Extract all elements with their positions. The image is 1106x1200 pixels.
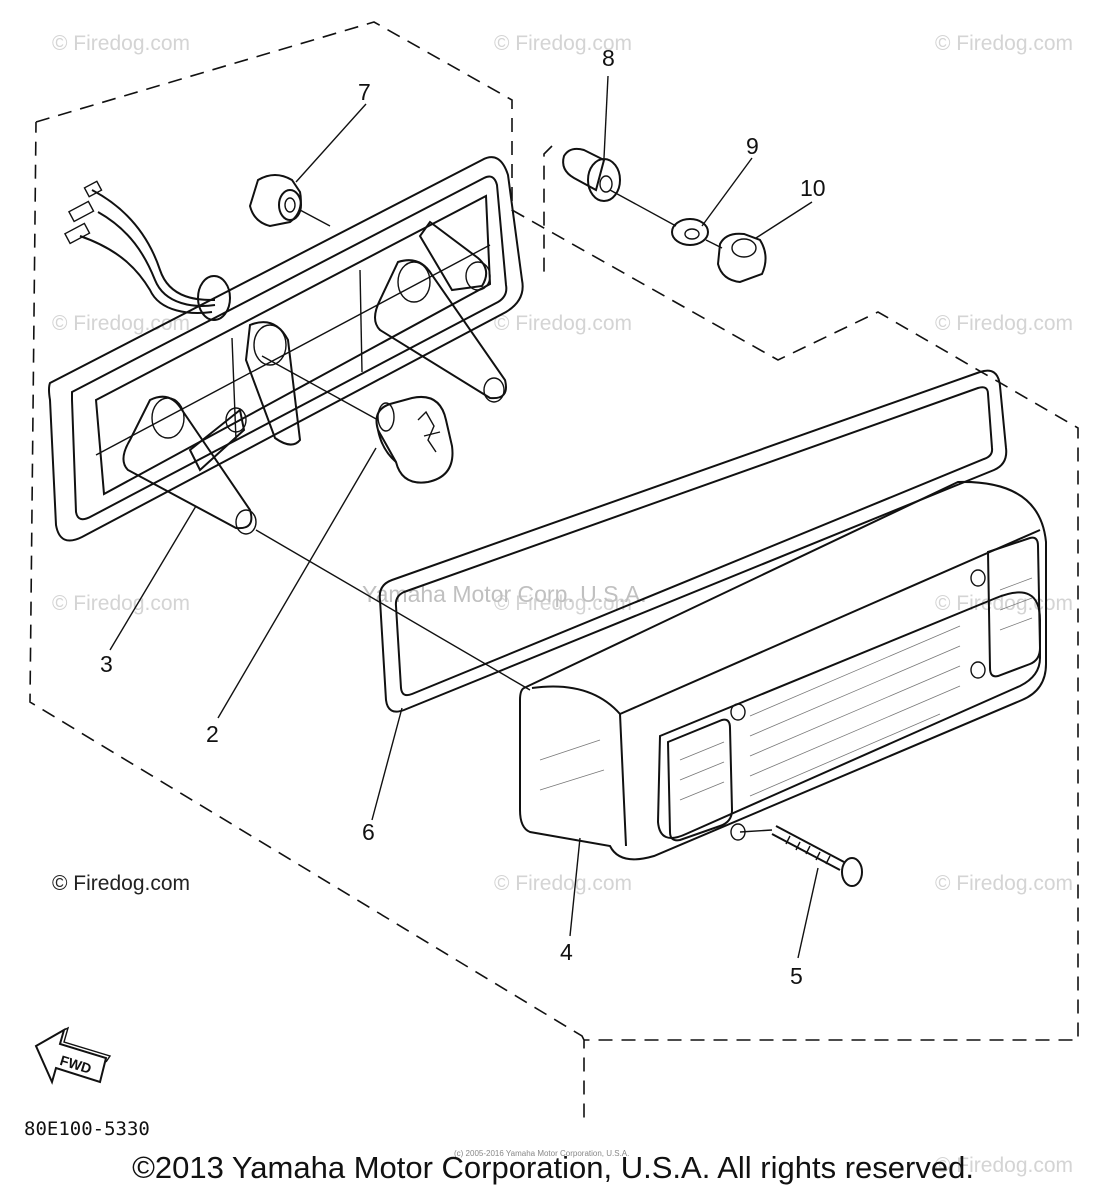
watermark: © Firedog.com [52, 592, 190, 615]
lamp-housing [48, 156, 524, 542]
bolt-part [562, 147, 621, 202]
leader-lines [109, 75, 819, 959]
callout-4: 4 [560, 939, 573, 965]
fwd-arrow-icon: FWD [34, 1026, 112, 1085]
washer-part [671, 218, 709, 246]
callout-2: 2 [206, 721, 219, 747]
assembly-boundary [29, 21, 1079, 1120]
fastener-boundary [543, 145, 553, 272]
site-credit: © Firedog.com [52, 872, 191, 895]
watermark: © Firedog.com [52, 312, 190, 335]
watermarks: © Firedog.com © Firedog.com © Firedog.co… [52, 32, 1073, 1177]
callout-3: 3 [100, 651, 113, 677]
watermark: © Firedog.com [935, 872, 1073, 895]
watermark: © Firedog.com [935, 1154, 1073, 1177]
watermark: © Firedog.com [494, 592, 632, 615]
callout-5: 5 [790, 963, 803, 989]
watermark: © Firedog.com [935, 32, 1073, 55]
callout-9: 9 [746, 133, 759, 159]
callout-6: 6 [362, 819, 375, 845]
callouts: 3 2 6 4 5 7 8 9 10 [100, 45, 826, 989]
part-code: 80E100-5330 [24, 1118, 150, 1140]
lens-part [519, 480, 1047, 861]
center-watermark: Yamaha Motor Corp. U.S.A. [362, 581, 647, 607]
watermark: © Firedog.com [52, 32, 190, 55]
nut-part [716, 232, 767, 284]
fwd-label: FWD [58, 1052, 93, 1077]
callout-7: 7 [358, 79, 371, 105]
screw-part [771, 825, 863, 887]
callout-8: 8 [602, 45, 615, 71]
bulb-part [375, 396, 454, 484]
watermark: © Firedog.com [935, 312, 1073, 335]
callout-10: 10 [800, 175, 826, 201]
copyright-notice: ©2013 Yamaha Motor Corporation, U.S.A. A… [132, 1150, 974, 1185]
watermark: © Firedog.com [494, 312, 632, 335]
gasket-part [378, 369, 1008, 713]
tiny-notice: (c) 2005-2016 Yamaha Motor Corporation, … [454, 1149, 629, 1158]
lens-hatch [539, 577, 1033, 801]
center-lines [255, 189, 773, 833]
grommet-part [248, 174, 302, 228]
wire-harness [63, 180, 231, 321]
watermark: © Firedog.com [494, 872, 632, 895]
watermark: © Firedog.com [494, 32, 632, 55]
